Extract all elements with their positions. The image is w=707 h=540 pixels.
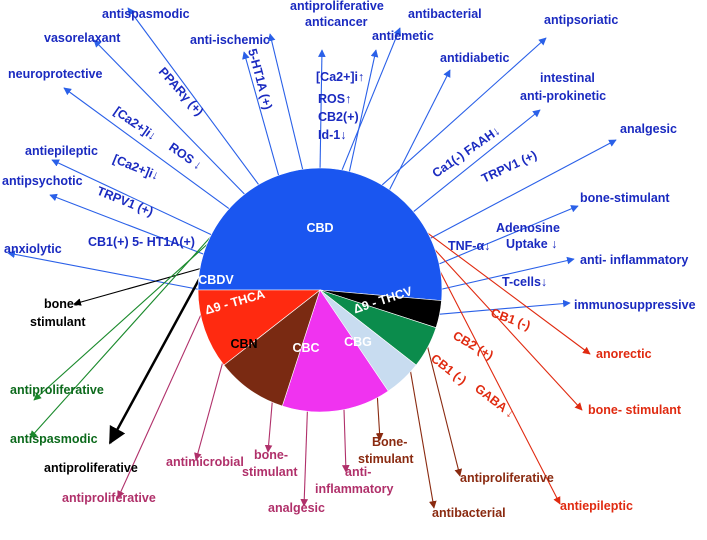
cbc-effects-label: stimulant (242, 465, 298, 479)
arrow-black-18 (73, 266, 205, 306)
thcv-mechanisms-label: GABA ↓ (472, 381, 517, 420)
cbc-effects-label: bone- (254, 448, 288, 462)
thcv-mechanisms-label: CB2 (+) (451, 328, 496, 362)
arrow-blue-8 (318, 49, 326, 173)
arrow-blue-15 (435, 205, 579, 266)
cbd-effects-label: antispasmodic (102, 7, 190, 21)
cbd-mechanisms-label: TRPV1 (+) (95, 184, 155, 219)
thca-effects-label: antispasmodic (10, 432, 98, 446)
cbd-effects-label: antiemetic (372, 29, 434, 43)
cbd-effects-label: antiproliferative (290, 0, 384, 13)
cbd-effects-label: antibacterial (408, 7, 482, 21)
cbc-effects-label: antiproliferative (62, 491, 156, 505)
cbg-effects-label: antibacterial (432, 506, 506, 520)
arrow-blue-3 (51, 159, 216, 237)
cbc-effects-label: inflammatory (315, 482, 394, 496)
arrow-blue-13 (410, 109, 541, 215)
cbd-mechanisms-label: T-cells↓ (502, 275, 547, 289)
cbd-mechanisms-label: TRPV1 (+) (479, 148, 539, 186)
cbd-effects-label: intestinal (540, 71, 595, 85)
arrow-blue-1 (93, 39, 248, 198)
cbd-mechanisms-label: [Ca2+]i↓ (111, 104, 159, 143)
arrow-blue-0 (127, 7, 262, 189)
arrow-blue-10 (348, 49, 379, 176)
segment-label-cbc: CBC (292, 341, 319, 355)
cannabinoid-pie (197, 167, 443, 413)
cbg-effects-label: Bone- (372, 435, 407, 449)
cbd-effects-label: vasorelaxant (44, 31, 121, 45)
cbd-mechanisms-label: Adenosine (496, 221, 560, 235)
thcv-mechanisms-label: CB1 (-) (489, 306, 532, 333)
cbd-mechanisms-label: TNF-α↓ (448, 239, 490, 253)
arrow-blue-11 (378, 37, 547, 189)
arrow-green-19 (33, 237, 215, 401)
cbd-mechanisms-label: ROS↑ (318, 92, 351, 106)
cbd-effects-label: anti- inflammatory (580, 253, 688, 267)
cbd-mechanisms-label: [Ca2+]i↑ (316, 70, 364, 84)
cbd-effects-label: antipsoriatic (544, 13, 618, 27)
arrow-red-32 (433, 259, 561, 505)
cbg-effects-label: antiproliferative (460, 471, 554, 485)
arrow-red-30 (419, 227, 591, 355)
cbc-effects-label: antimicrobial (166, 455, 244, 469)
segment-cbc (281, 289, 389, 413)
cbd-mechanisms-label: CB2(+) (318, 110, 359, 124)
cbg-effects-label: stimulant (358, 452, 414, 466)
arrow-blue-4 (49, 193, 208, 257)
cbc-effects-label: analgesic (268, 501, 325, 515)
segment-thcv (197, 289, 321, 366)
cbd-effects-label: antidiabetic (440, 51, 510, 65)
cbd-effects-label: antiepileptic (25, 144, 98, 158)
arrow-blue-12 (387, 69, 451, 194)
cbc-effects-label: anti- (345, 465, 371, 479)
cbn-effects-label: antiproliferative (44, 461, 138, 475)
thca-effects-label: antiproliferative (10, 383, 104, 397)
thcv-effects-label: bone- stimulant (588, 403, 682, 417)
arrow-blue-5 (7, 250, 203, 291)
cbd-mechanisms-label: [Ca2+]i↓ (111, 152, 161, 183)
cbd-effects-label: anticancer (305, 15, 368, 29)
arrow-green-20 (29, 223, 223, 439)
segment-label-cbg: CBG (344, 335, 372, 349)
cbd-mechanisms-label: CB1(+) 5- HT1A(+) (88, 235, 195, 249)
cbd-effects-label: immunosuppressive (574, 298, 696, 312)
cbd-effects-label: analgesic (620, 122, 677, 136)
arrow-blue-7 (267, 33, 305, 174)
cbd-effects-label: anti-ischemic (190, 33, 270, 47)
cbd-effects-label: anti-prokinetic (520, 89, 606, 103)
cbd-mechanisms-label: 5-HT1A (+) (245, 47, 275, 111)
segment-label-cbn: CBN (230, 337, 257, 351)
thcv-effects-label: antiepileptic (560, 499, 633, 513)
segment-label-cbdv: CBDV (198, 273, 234, 287)
arrow-blue-6 (242, 51, 281, 180)
cbd-effects-label: neuroprotective (8, 67, 103, 81)
cbd-effects-label: antipsychotic (2, 174, 83, 188)
cbdv-effects-label: bone- (44, 297, 78, 311)
cbd-effects-label: bone-stimulant (580, 191, 670, 205)
thcv-effects-label: anorectic (596, 347, 652, 361)
arrow-blue-9 (339, 27, 401, 175)
cbd-mechanisms-label: Uptake ↓ (506, 237, 557, 251)
segment-cbd (197, 167, 443, 301)
cbd-effects-label: anxiolytic (4, 242, 62, 256)
cbdv-effects-label: stimulant (30, 315, 86, 329)
thcv-mechanisms-label: CB1 (-) (428, 351, 469, 387)
segment-label-cbd: CBD (306, 221, 333, 235)
arrow-blue-17 (435, 299, 571, 316)
cbd-mechanisms-label: ROS ↓ (166, 140, 204, 173)
arrow-blue-14 (426, 139, 617, 241)
arrow-red-31 (427, 241, 583, 411)
arrow-blue-2 (63, 87, 233, 212)
cbd-mechanisms-label: Id-1↓ (318, 128, 346, 142)
arrow-blue-16 (437, 256, 575, 291)
